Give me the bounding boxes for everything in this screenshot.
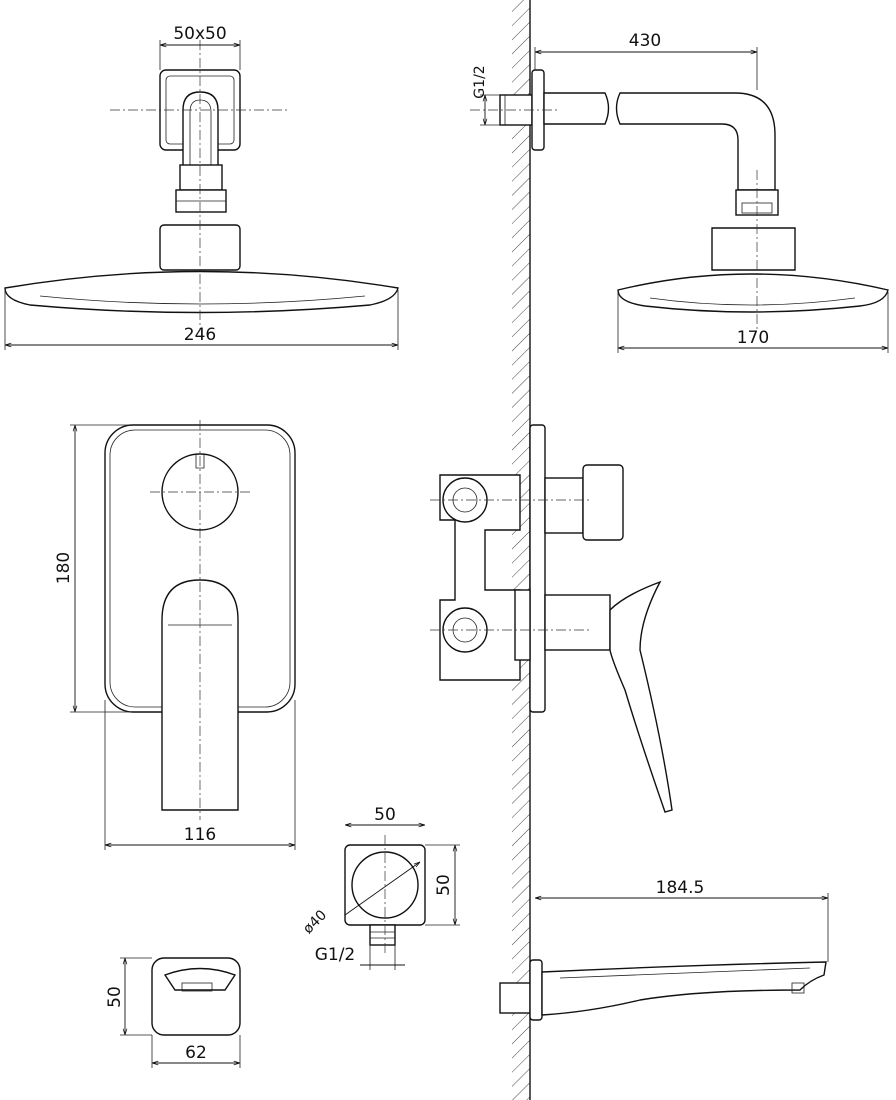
dimension-g12-top: G1/2 [472, 65, 500, 126]
arm-length-label: 430 [629, 31, 661, 51]
spout-front-width-label: 62 [185, 1043, 207, 1063]
dimension-spout-front-width: 62 [151, 1035, 241, 1068]
shower-head-side-view [470, 69, 889, 330]
spout-front-height-label: 50 [105, 986, 125, 1008]
mixer-side-view [430, 424, 673, 813]
shower-head-front-view [4, 40, 399, 330]
head-width-label: 246 [184, 325, 216, 345]
wall-section [512, 0, 531, 1100]
dimension-50x50: 50x50 [159, 24, 241, 70]
outlet-diameter-label: ø40 [300, 907, 330, 937]
outlet-height-label: 50 [434, 874, 454, 896]
dimension-outlet-height: 50 [425, 844, 460, 926]
mixer-front-view [104, 420, 296, 820]
dimension-246: 246 [4, 290, 399, 350]
spout-front-view [151, 957, 241, 1036]
spout-side-view [499, 959, 827, 1021]
dimension-170: 170 [617, 292, 889, 353]
wall-outlet-view [344, 835, 426, 955]
dimension-116: 116 [104, 700, 296, 850]
dimension-184-5: 184.5 [535, 878, 829, 962]
head-side-width-label: 170 [737, 328, 769, 348]
outlet-width-label: 50 [374, 805, 396, 825]
spout-length-label: 184.5 [656, 878, 705, 898]
bracket-dim-label: 50x50 [173, 24, 226, 44]
dimension-180: 180 [54, 424, 130, 713]
dimension-430: 430 [534, 31, 758, 90]
dimension-spout-front-height: 50 [105, 957, 152, 1036]
dimension-outlet-thread: G1/2 [315, 945, 405, 970]
dimension-outlet-width: 50 [345, 805, 425, 825]
mixer-height-label: 180 [54, 552, 74, 584]
outlet-thread-label: G1/2 [315, 945, 356, 965]
mixer-width-label: 116 [184, 825, 216, 845]
thread-dim-label: G1/2 [472, 65, 488, 98]
